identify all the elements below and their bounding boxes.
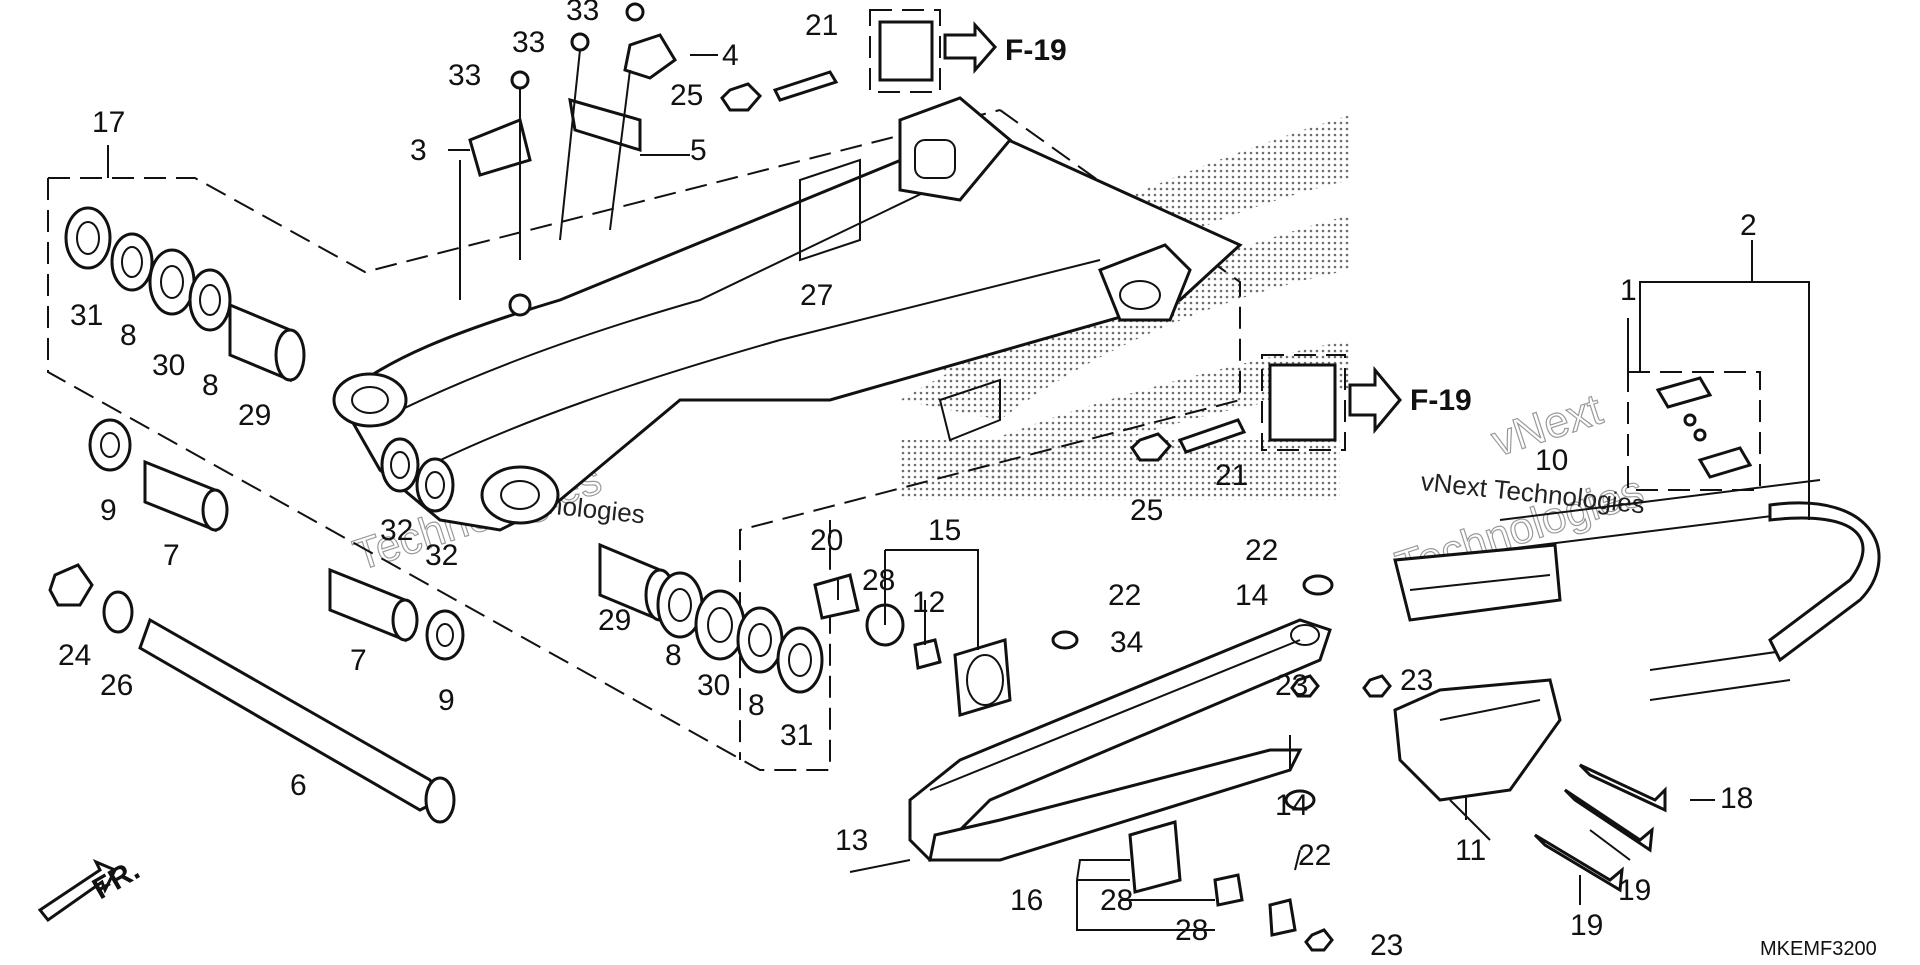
callout-26[interactable]: 26 xyxy=(100,669,133,702)
callout-14[interactable]: 14 xyxy=(1275,789,1308,822)
ref-box xyxy=(869,9,941,93)
callout-23[interactable]: 23 xyxy=(1400,664,1433,697)
group-17-outline xyxy=(48,109,1001,274)
callout-numbers: 1 2 3 4 5 6 7 7 8 8 8 8 9 9 10 11 12 13 … xyxy=(58,0,1757,962)
callout-25[interactable]: 25 xyxy=(670,79,703,112)
callout-28[interactable]: 28 xyxy=(862,564,895,597)
callout-18[interactable]: 18 xyxy=(1720,782,1753,815)
callout-31[interactable]: 31 xyxy=(780,719,813,752)
callout-23[interactable]: 23 xyxy=(1370,929,1403,962)
axle-spacers xyxy=(813,573,1297,937)
callout-32[interactable]: 32 xyxy=(380,514,413,547)
callout-4[interactable]: 4 xyxy=(722,39,739,72)
callout-8[interactable]: 8 xyxy=(665,639,682,672)
callout-13[interactable]: 13 xyxy=(835,824,868,857)
callout-8[interactable]: 8 xyxy=(120,319,137,352)
callout-7[interactable]: 7 xyxy=(350,644,367,677)
callout-6[interactable]: 6 xyxy=(290,769,307,802)
reference-label[interactable]: F-19 xyxy=(1410,384,1472,417)
reference-label[interactable]: F-19 xyxy=(1005,34,1067,67)
callout-29[interactable]: 29 xyxy=(238,399,271,432)
callout-8[interactable]: 8 xyxy=(748,689,765,722)
callout-25[interactable]: 25 xyxy=(1130,494,1163,527)
group-17-outline xyxy=(47,178,831,771)
chain-link-box xyxy=(1627,371,1761,491)
callout-14[interactable]: 14 xyxy=(1235,579,1268,612)
top-brackets xyxy=(459,2,677,317)
callout-21[interactable]: 21 xyxy=(1215,459,1248,492)
bearing-stack-left xyxy=(64,206,306,383)
callout-24[interactable]: 24 xyxy=(58,639,91,672)
callout-23[interactable]: 23 xyxy=(1275,669,1308,702)
callout-33[interactable]: 33 xyxy=(512,26,545,59)
diagram-code: MKEMF3200 xyxy=(1760,938,1877,960)
callout-7[interactable]: 7 xyxy=(163,539,180,572)
callout-28[interactable]: 28 xyxy=(1100,884,1133,917)
chain-adjuster-hardware xyxy=(720,20,1402,462)
callout-9[interactable]: 9 xyxy=(100,494,117,527)
callout-3[interactable]: 3 xyxy=(410,134,427,167)
callout-22[interactable]: 22 xyxy=(1298,839,1331,872)
callout-21[interactable]: 21 xyxy=(805,9,838,42)
callout-33[interactable]: 33 xyxy=(448,59,481,92)
callout-30[interactable]: 30 xyxy=(697,669,730,702)
callout-9[interactable]: 9 xyxy=(438,684,455,717)
callout-33[interactable]: 33 xyxy=(566,0,599,27)
callout-1[interactable]: 1 xyxy=(1620,274,1637,307)
callout-16[interactable]: 16 xyxy=(1010,884,1043,917)
callout-8[interactable]: 8 xyxy=(202,369,219,402)
leader-lines xyxy=(107,54,1810,931)
bearing-stack-right xyxy=(380,437,824,694)
callout-2[interactable]: 2 xyxy=(1740,209,1757,242)
ref-box xyxy=(1261,354,1346,451)
pivot-hardware xyxy=(48,418,465,824)
callout-31[interactable]: 31 xyxy=(70,299,103,332)
callout-12[interactable]: 12 xyxy=(912,586,945,619)
callout-10[interactable]: 10 xyxy=(1535,444,1568,477)
callout-5[interactable]: 5 xyxy=(690,134,707,167)
chain-guide xyxy=(1051,543,1667,952)
callout-30[interactable]: 30 xyxy=(152,349,185,382)
callout-34[interactable]: 34 xyxy=(1110,626,1143,659)
callout-11[interactable]: 11 xyxy=(1455,834,1486,867)
callout-29[interactable]: 29 xyxy=(598,604,631,637)
callout-27[interactable]: 27 xyxy=(800,279,833,312)
callout-15[interactable]: 15 xyxy=(928,514,961,547)
callout-22[interactable]: 22 xyxy=(1245,534,1278,567)
callout-19[interactable]: 19 xyxy=(1618,874,1651,907)
callout-20[interactable]: 20 xyxy=(810,524,843,557)
front-direction-arrow: FR. xyxy=(37,853,145,923)
callout-19[interactable]: 19 xyxy=(1570,909,1603,942)
callout-32[interactable]: 32 xyxy=(425,539,458,572)
chain-slider xyxy=(908,618,1332,863)
callout-28[interactable]: 28 xyxy=(1175,914,1208,947)
drive-chain xyxy=(1499,376,1881,701)
callout-22[interactable]: 22 xyxy=(1108,579,1141,612)
callout-17[interactable]: 17 xyxy=(92,106,125,139)
